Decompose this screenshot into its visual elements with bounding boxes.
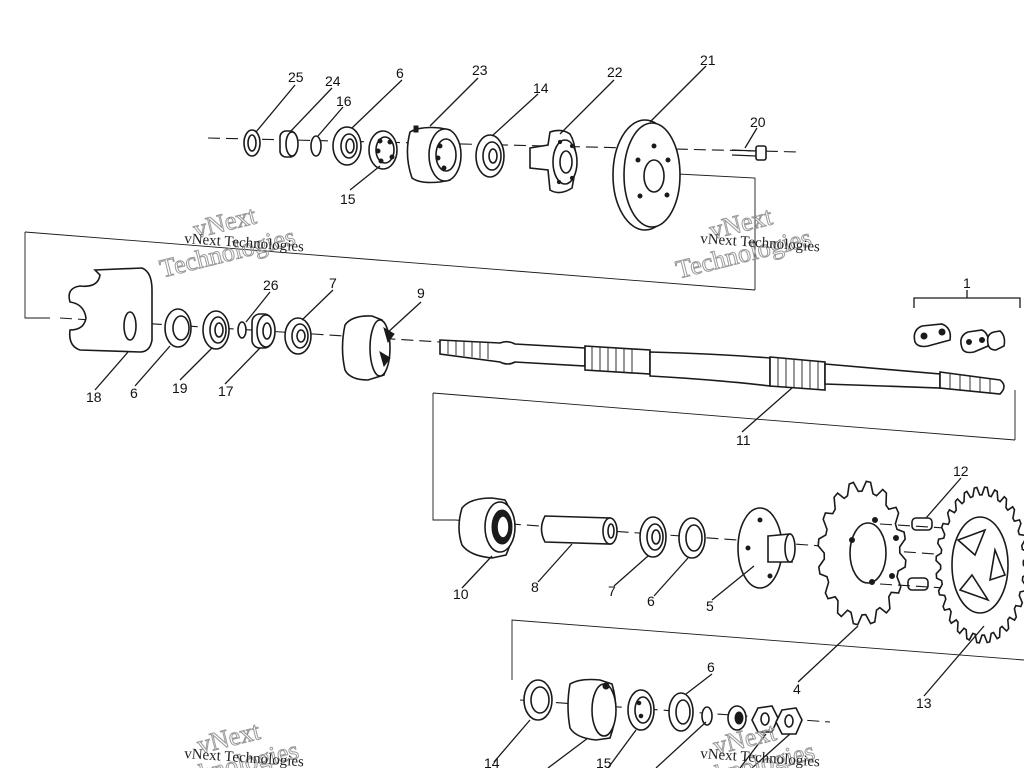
part-6-seal-mid (164, 308, 192, 348)
axle-spline-end (949, 374, 991, 393)
callout-15-top: 15 (340, 191, 356, 207)
callout-24: 24 (325, 73, 341, 89)
callout-21: 21 (700, 52, 716, 68)
part-16-o-ring (310, 135, 322, 157)
leader-lines (94, 65, 985, 768)
part-15-roller-bearing (368, 130, 398, 170)
callout-13: 13 (916, 695, 932, 711)
callout-10: 10 (453, 586, 469, 602)
lower-bracket-top (432, 392, 1016, 441)
callout-9: 9 (417, 285, 425, 301)
callout-5: 5 (706, 598, 714, 614)
part-23-housing-bottom (567, 678, 617, 741)
callout-4: 4 (793, 681, 801, 697)
callout-19: 19 (172, 380, 188, 396)
callout-8: 8 (531, 579, 539, 595)
part-25-snap-ring (243, 129, 261, 157)
part-15-bearing-bottom (627, 689, 655, 731)
part-1-master-link (913, 290, 1021, 354)
callout-26: 26 (263, 277, 279, 293)
part-26-o-ring (237, 321, 247, 339)
part-6-bearing-top (332, 126, 362, 166)
callout-16: 16 (336, 93, 352, 109)
part-21-brake-disc (612, 119, 681, 231)
callout-18: 18 (86, 389, 102, 405)
callout-7-low: 7 (608, 583, 616, 599)
part-19-bearing (202, 310, 230, 350)
lower-sprocket-assembly (432, 390, 1024, 644)
part-24-spacer (279, 130, 299, 158)
callout-14-top: 14 (533, 80, 549, 96)
part-nuts-bottom (727, 705, 803, 735)
part-6-seal-low (678, 517, 706, 559)
part-7-bearing-low (639, 516, 667, 558)
middle-bracket-top (24, 231, 756, 291)
watermark-text-bottom-left: vNext Technologies (184, 746, 305, 768)
part-18-carrier-plate (68, 267, 153, 353)
part-8-sleeve (540, 515, 618, 545)
part-23-bearing-housing (406, 125, 462, 184)
callout-15-bottom: 15 (596, 755, 612, 768)
watermarks: vNext Technologies vNext Technologies vN… (156, 200, 821, 768)
callout-17: 17 (218, 383, 234, 399)
callout-6-low: 6 (647, 593, 655, 609)
callout-22: 22 (607, 64, 623, 80)
lower-bracket-left (432, 393, 455, 521)
axle-spline-left (447, 340, 489, 359)
part-14-bearing-top (475, 134, 505, 178)
middle-axle-assembly (24, 231, 1021, 395)
part-16-o-ring-bottom (701, 706, 713, 726)
top-hub-assembly (207, 119, 801, 290)
top-axis-line (207, 137, 801, 153)
part-17-spacer (251, 313, 276, 349)
axle-spline-mid (591, 346, 633, 373)
part-20-bolt (731, 145, 767, 161)
callout-1: 1 (963, 275, 971, 291)
callout-labels: 25 24 16 6 23 14 22 21 20 15 26 7 9 1 18… (86, 52, 971, 768)
part-9-eccentric-housing (341, 315, 395, 381)
callout-6-bottom: 6 (707, 659, 715, 675)
part-7-bearing-mid (284, 317, 312, 355)
callout-7-mid: 7 (329, 275, 337, 291)
callout-6-top: 6 (396, 65, 404, 81)
bottom-assembly (511, 619, 1024, 741)
watermark-text-bottom-right: vNext Technologies (700, 746, 821, 768)
callout-6-mid: 6 (130, 385, 138, 401)
part-11-axle-shaft (439, 339, 1005, 395)
callout-25: 25 (288, 69, 304, 85)
part-10-bearing-housing (458, 497, 516, 559)
part-4-drive-sprocket (817, 480, 907, 626)
part-5-sprocket-hub (737, 507, 796, 589)
part-22-hub (529, 129, 578, 194)
part-14-bearing-bottom (523, 679, 553, 721)
callout-14-bottom: 14 (484, 755, 500, 768)
callout-11: 11 (736, 432, 751, 448)
callout-23: 23 (472, 62, 488, 78)
left-bracket-line (24, 232, 50, 319)
part-13-rear-sprocket (935, 486, 1024, 644)
axle-spline-right (777, 358, 819, 389)
part-6-bearing-bottom (668, 692, 694, 732)
callout-20: 20 (750, 114, 766, 130)
bottom-bracket (511, 619, 1024, 680)
callout-12: 12 (953, 463, 969, 479)
